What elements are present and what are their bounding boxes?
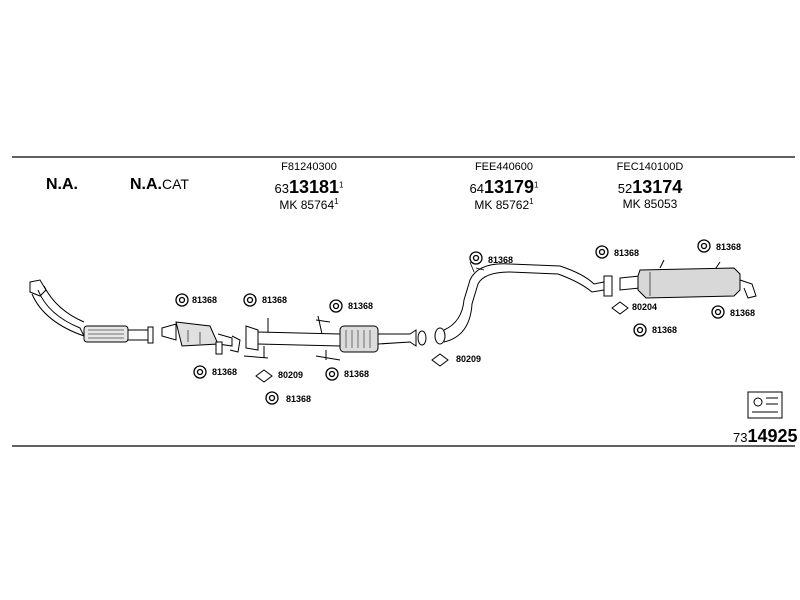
callout-label: 81368 (344, 369, 370, 379)
hanger-icon (595, 245, 609, 259)
part-code: F81240300 (281, 161, 337, 173)
part-header-col1: F81240300 63131811 MK 857641 (264, 161, 354, 212)
callout-label: 81368 (212, 367, 238, 377)
part-header-col2: FEE440600 64131791 MK 857621 (456, 161, 552, 212)
gasket-icon (611, 301, 629, 315)
callout-label: 80209 (278, 370, 304, 380)
hanger-icon (329, 299, 343, 313)
part-number: 63131811 (274, 177, 344, 197)
part-code: FEE440600 (474, 161, 534, 173)
mk-number: MK 857641 (279, 197, 339, 212)
front-pipe-part (29, 279, 154, 344)
hanger-icon (193, 365, 207, 379)
hanger-icon (469, 251, 483, 265)
part-number: 5213174 (617, 177, 683, 197)
callout-label: 81368 (286, 394, 312, 404)
hanger-icon (633, 323, 647, 337)
callout-label: 81368 (348, 301, 374, 311)
hanger-icon (243, 293, 257, 307)
gasket-icon (431, 353, 449, 367)
callout-label: 81368 (488, 255, 514, 265)
rear-silencer-part (619, 259, 757, 299)
callout-label: 81368 (614, 248, 640, 258)
middle-pipe-part (434, 261, 613, 345)
callout-label: 81368 (730, 308, 756, 318)
hanger-icon (697, 239, 711, 253)
catalytic-converter-part (161, 321, 241, 355)
callout-label: 81368 (652, 325, 678, 335)
callout-label: 81368 (262, 295, 288, 305)
intermediate-pipe-part (243, 315, 427, 361)
part-number: 64131791 (469, 177, 539, 197)
na-label: N.A. (46, 176, 78, 193)
reference-box-icon (747, 391, 783, 419)
hanger-glyphs (175, 239, 725, 405)
na-cat-main: N.A. (130, 176, 162, 193)
gasket-icon (255, 369, 273, 383)
hanger-icon (175, 293, 189, 307)
part-header-col3: FEC140100D 5213174 MK 85053 (602, 161, 698, 211)
callout-label: 81368 (716, 242, 742, 252)
callout-label: 80204 (632, 302, 658, 312)
gasket-glyphs (255, 301, 629, 383)
hanger-icon (711, 305, 725, 319)
mk-number: MK 857621 (474, 197, 534, 212)
mk-number: MK 85053 (622, 197, 678, 211)
callout-label: 80209 (456, 354, 482, 364)
hanger-icon (265, 391, 279, 405)
diagram-reference-number: 7314925 (733, 426, 798, 446)
na-cat-label: N.A.CAT (130, 176, 189, 194)
hanger-icon (325, 367, 339, 381)
callout-label: 81368 (192, 295, 218, 305)
na-cat-suffix: CAT (162, 176, 189, 192)
part-code: FEC140100D (616, 161, 684, 173)
